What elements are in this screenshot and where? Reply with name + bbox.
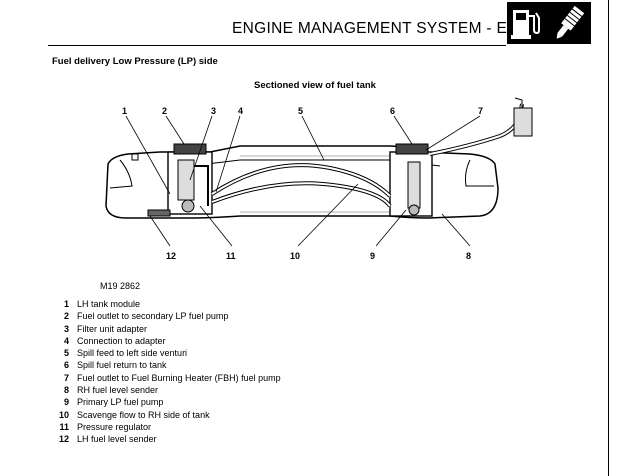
injector-icon: [556, 5, 585, 39]
legend-number: 6: [63, 360, 69, 371]
legend-item: 5 Spill feed to left side venturi: [50, 347, 310, 359]
legend-item: 4 Connection to adapter: [50, 335, 310, 347]
legend-text: LH tank module: [77, 299, 141, 309]
fuel-tank-diagram: 1 2 3 4 5 6 7 12 11 10 9 8: [105, 97, 533, 261]
legend-item: 3 Filter unit adapter: [50, 323, 310, 335]
legend-list: 1 LH tank module 2 Fuel outlet to secondar…: [50, 298, 310, 446]
legend-number: 2: [63, 311, 69, 322]
legend-number: 1: [63, 299, 69, 309]
legend-text: Primary LP fuel pump: [77, 397, 164, 408]
legend-item: 2 Fuel outlet to secondary LP fuel pump: [50, 310, 310, 322]
callout-6: 6: [390, 106, 395, 116]
header-logo: [507, 2, 591, 44]
legend-item: 10 Scavenge flow to RH side of tank: [50, 409, 310, 421]
legend-number: 10: [58, 409, 69, 420]
callout-9: 9: [370, 251, 375, 261]
callout-11: 11: [226, 251, 236, 261]
diagram-reference-code: M19 2862: [100, 281, 141, 291]
legend-text: Filter unit adapter: [77, 323, 148, 334]
legend-text: Connection to adapter: [77, 335, 166, 346]
legend-number: 11: [59, 421, 69, 432]
callout-5: 5: [298, 106, 303, 116]
legend-number: 8: [63, 385, 69, 396]
legend-text: RH fuel level sender: [77, 385, 159, 396]
callout-4: 4: [238, 106, 243, 116]
callout-1: 1: [122, 106, 127, 116]
legend-item: 6 Spill fuel return to tank: [50, 359, 310, 371]
legend-number: 4: [63, 335, 69, 346]
legend-item: 7 Fuel outlet to Fuel Burning Heater (FBH…: [50, 372, 310, 384]
page-header-title: ENGINE MANAGEMENT SYSTEM - EDC: [232, 20, 531, 37]
legend-text: LH fuel level sender: [77, 434, 157, 445]
legend-number: 5: [63, 348, 69, 359]
header-divider: [48, 45, 506, 46]
legend-text: Fuel outlet to Fuel Burning Heater (FBH)…: [77, 372, 281, 383]
fuel-pump-icon: [511, 5, 585, 39]
section-title: Fuel delivery Low Pressure (LP) side: [52, 56, 218, 67]
diagram-title: Sectioned view of fuel tank: [254, 80, 376, 91]
callout-12: 12: [166, 251, 176, 261]
callout-8: 8: [466, 251, 471, 261]
legend-number: 7: [63, 372, 69, 383]
legend-text: Scavenge flow to RH side of tank: [77, 409, 210, 420]
legend-item: 9 Primary LP fuel pump: [50, 396, 310, 408]
legend-text: Fuel outlet to secondary LP fuel pump: [77, 311, 229, 322]
legend-text: Spill feed to left side venturi: [77, 348, 188, 359]
legend-number: 3: [63, 323, 69, 334]
legend-item: 11 Pressure regulator: [50, 421, 310, 433]
legend-number: 9: [63, 397, 69, 408]
legend-item: 12 LH fuel level sender: [50, 433, 310, 445]
callout-7: 7: [478, 106, 483, 116]
legend-number: 12: [58, 434, 69, 445]
legend-item: 1 LH tank module: [50, 298, 310, 310]
callout-2: 2: [162, 106, 167, 116]
legend-text: Spill fuel return to tank: [77, 360, 167, 371]
legend-text: Pressure regulator: [77, 421, 152, 432]
callout-3: 3: [211, 106, 216, 116]
legend-item: 8 RH fuel level sender: [50, 384, 310, 396]
page-right-border: [608, 0, 609, 476]
callout-10: 10: [290, 251, 300, 261]
